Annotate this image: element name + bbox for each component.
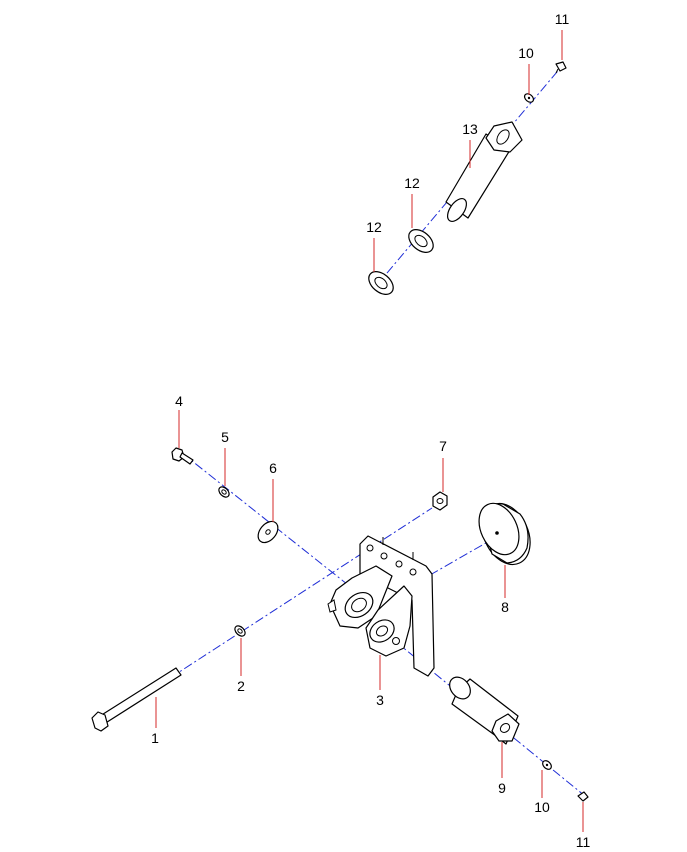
callout-2: 2 bbox=[237, 678, 245, 694]
part-12-washer-upper bbox=[408, 229, 434, 253]
callout-4: 4 bbox=[175, 393, 183, 409]
part-8-pad-disc bbox=[478, 502, 531, 566]
callout-9: 9 bbox=[498, 780, 506, 796]
part-3-bracket bbox=[327, 535, 435, 677]
part-10-small-washer-top bbox=[523, 93, 535, 103]
callout-5: 5 bbox=[221, 429, 229, 445]
part-5-washer bbox=[218, 486, 230, 498]
part-2-washer bbox=[234, 625, 246, 637]
part-10-small-washer-bottom bbox=[542, 760, 552, 770]
callout-11-top: 11 bbox=[555, 11, 570, 27]
part-13-flanged-sleeve bbox=[445, 121, 523, 222]
part-9-spacer-tube bbox=[449, 676, 520, 745]
part-6-flat-washer bbox=[257, 520, 279, 544]
axis-bolt-line bbox=[169, 507, 433, 679]
callout-12-lower: 12 bbox=[366, 219, 382, 235]
part-4-bolt bbox=[171, 447, 194, 465]
callout-13: 13 bbox=[462, 121, 478, 137]
callout-1: 1 bbox=[151, 730, 159, 746]
callout-12-upper: 12 bbox=[404, 175, 420, 191]
callout-3: 3 bbox=[376, 692, 384, 708]
callout-10-bottom: 10 bbox=[534, 799, 550, 815]
part-12-washer-lower bbox=[368, 271, 394, 295]
part-11-small-screw-top bbox=[555, 61, 567, 74]
lower-assembly: 4 5 6 7 8 2 3 1 9 10 11 bbox=[91, 393, 591, 850]
callout-8: 8 bbox=[501, 599, 509, 615]
part-11-small-screw-bottom bbox=[577, 791, 589, 802]
callout-6: 6 bbox=[269, 460, 277, 476]
upper-assembly: 11 10 13 12 12 bbox=[366, 11, 570, 295]
callout-11-bottom: 11 bbox=[576, 834, 591, 850]
part-1-long-bolt bbox=[91, 667, 182, 732]
part-7-nut bbox=[432, 491, 448, 511]
callout-10-top: 10 bbox=[518, 45, 534, 61]
callout-7: 7 bbox=[439, 438, 447, 454]
axis-spacer-line bbox=[429, 535, 499, 576]
